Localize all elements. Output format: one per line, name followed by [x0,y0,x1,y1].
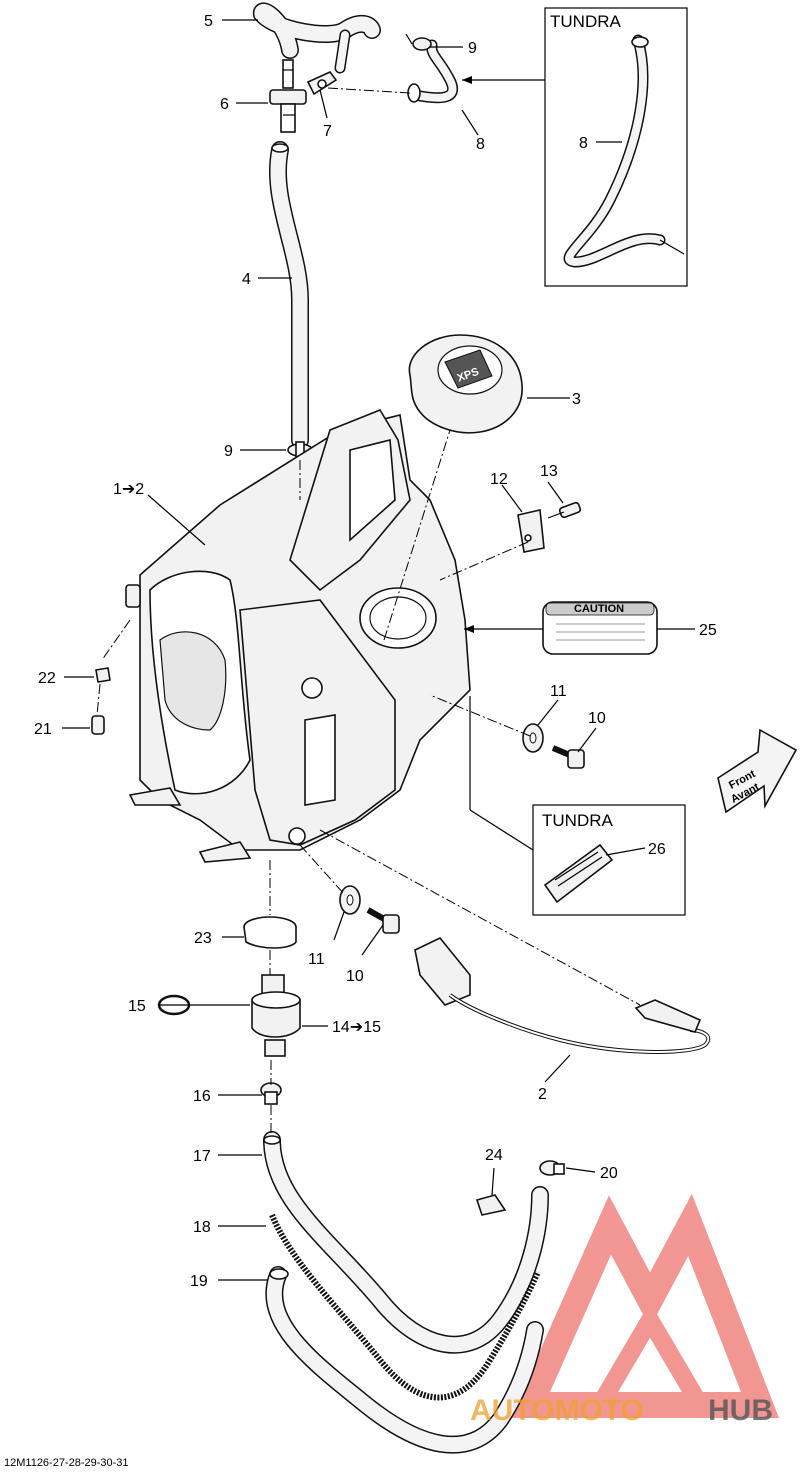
callout-14-15: 14➔15 [332,1019,381,1036]
leader-lines [62,19,695,1281]
washer-11-upper [522,723,544,753]
front-direction-arrow [717,728,798,814]
washer-11-lower [339,885,361,915]
bolt-10-lower [366,907,400,934]
bracket-12 [517,509,545,553]
callout-13: 13 [540,463,558,480]
outlet-fitting-14 [251,974,301,1057]
callout-4: 4 [242,271,251,288]
callout-6: 6 [220,96,229,113]
clamp-20 [539,1160,565,1176]
callout-11-lower: 11 [308,951,325,968]
vent-hose-5 [253,2,381,74]
vent-hose-4 [268,141,310,449]
spring-18 [269,1213,541,1401]
fitting-7 [306,71,338,96]
callout-labels: 5 6 7 9 8 8 4 3 9 1➔2 12 13 25 22 21 11 … [34,13,717,1290]
callout-22: 22 [38,670,56,687]
oil-hose-17 [263,1131,549,1354]
tundra-inset-top [544,7,688,287]
caution-label-part [542,601,658,655]
callout-5: 5 [204,13,213,30]
fitting-21 [91,715,105,735]
oil-tank-1 [128,409,471,863]
callout-15: 15 [128,998,146,1015]
bolt-10-upper [551,745,585,769]
callout-18: 18 [193,1219,211,1236]
clip-24 [475,1194,507,1216]
watermark-text: AUTOMOTO HUB [470,1394,773,1427]
diagram-code: 12M1126-27-28-29-30-31 [4,1457,129,1469]
callout-11-upper: 11 [550,683,567,700]
fitting-22 [95,667,111,683]
callout-25: 25 [699,622,717,639]
check-valve-6 [269,59,307,133]
callout-7: 7 [323,123,332,140]
callout-23: 23 [194,930,212,947]
elbow-hose-8 [407,39,458,104]
callout-8: 8 [476,136,485,153]
caution-text: CAUTION [574,603,624,615]
oil-hose-19 [265,1266,544,1454]
callout-3: 3 [572,391,581,408]
callout-12: 12 [490,471,508,488]
callout-21: 21 [34,721,52,738]
tank-side-nipple [125,584,141,608]
callout-19: 19 [190,1273,208,1290]
clamp-16 [260,1082,282,1105]
callout-9-top: 9 [468,40,477,57]
callout-20: 20 [600,1165,618,1182]
callout-10-upper: 10 [588,710,606,727]
callout-10-lower: 10 [346,968,364,985]
oil-sensor-harness-2 [414,937,711,1054]
callout-8-inset: 8 [579,135,588,152]
callout-16: 16 [193,1088,211,1105]
watermark-auto: AUTOMOTO [470,1394,644,1427]
tundra-inset-bottom [532,804,686,916]
callout-9-lower: 9 [224,443,233,460]
screw-13 [547,501,582,519]
watermark-logo [509,1193,780,1418]
callout-17: 17 [193,1148,211,1165]
callout-2: 2 [538,1086,547,1103]
callout-1-2: 1➔2 [113,481,144,498]
inset-title-tundra-top: TUNDRA [550,12,621,31]
assembly-dash-lines [96,87,641,1135]
callout-26: 26 [648,841,666,858]
callout-24: 24 [485,1147,503,1164]
watermark-hub: HUB [708,1394,773,1427]
oil-filler-cap-3 [408,334,523,434]
clamp-9-top [405,33,432,51]
ring-23 [243,916,297,949]
inset-title-tundra-bottom: TUNDRA [542,811,613,830]
